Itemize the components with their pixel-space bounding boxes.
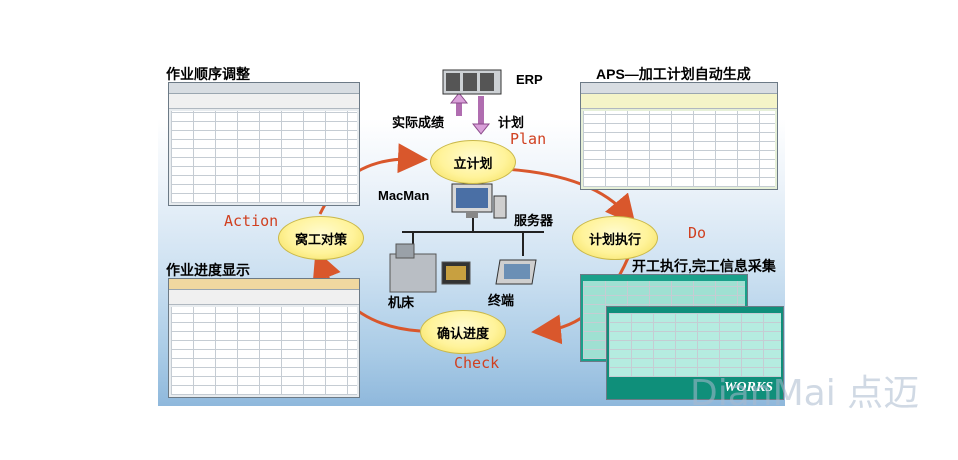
label-plan-cn: 计划: [498, 115, 525, 130]
progress-display-screenshot: [168, 278, 360, 398]
watermark: DianMai 点迈: [690, 373, 920, 414]
label-actual-results: 实际成绩: [392, 115, 445, 130]
arrow-plan-down-head: [471, 123, 491, 135]
label-schedule-adjust: 作业顺序调整: [166, 66, 250, 82]
erp-rack-unit-1: [446, 73, 460, 91]
label-aps: APS—加工计划自动生成: [596, 66, 751, 82]
label-terminal: 终端: [488, 293, 515, 308]
node-idle-countermeasure: 窝工对策: [278, 216, 364, 260]
aps-screenshot: [580, 82, 778, 190]
node-confirm-progress: 确认进度: [420, 310, 506, 354]
label-machine: 机床: [388, 295, 415, 310]
label-do-en: Do: [688, 224, 707, 242]
server-stand: [466, 212, 478, 218]
diagram-canvas: WORKS 作业顺序调整 APS—加工计划自动生成 ERP 实际成绩 计划 Ma…: [158, 56, 785, 406]
arrow-results-up-head: [449, 92, 469, 104]
erp-rack-unit-2: [463, 73, 477, 91]
pdca-cycle-arrows: [312, 69, 636, 345]
schedule-adjust-screenshot: [168, 82, 360, 206]
label-action-en: Action: [224, 212, 279, 230]
server-tower: [493, 195, 507, 219]
label-check-en: Check: [454, 354, 500, 372]
label-server: 服务器: [514, 213, 554, 228]
node-make-plan: 立计划: [430, 140, 516, 184]
label-start-finish: 开工执行,完工信息采集: [632, 258, 776, 274]
machine-display-screen: [446, 266, 466, 280]
server-screen: [456, 188, 488, 208]
machine-body: [389, 253, 437, 293]
label-plan-en: Plan: [510, 130, 547, 148]
panel-logo: WORKS: [723, 380, 773, 395]
machine-head: [395, 243, 415, 259]
label-progress-display: 作业进度显示: [166, 262, 250, 278]
terminal-panel-screenshot-2: WORKS: [606, 306, 784, 400]
label-macman: MacMan: [378, 188, 430, 203]
erp-rack-unit-3: [480, 73, 494, 91]
node-execute-plan: 计划执行: [572, 216, 658, 260]
label-erp: ERP: [516, 72, 543, 87]
terminal-screen: [504, 264, 530, 279]
